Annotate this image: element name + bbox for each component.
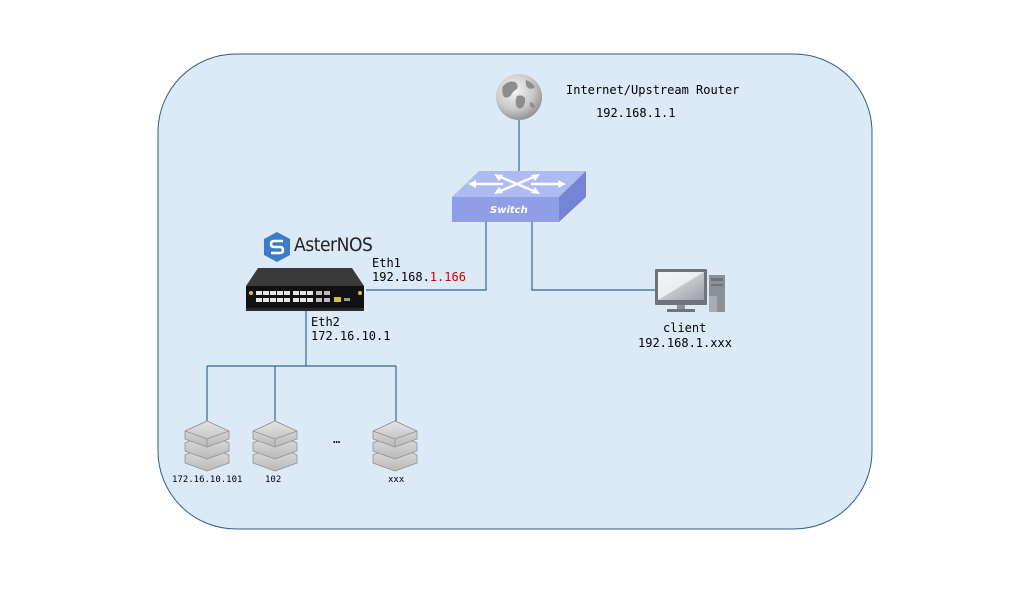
server-label-1: 172.16.10.101: [172, 475, 243, 485]
eth1-name: Eth1: [372, 256, 401, 270]
server-icon: [184, 420, 230, 472]
internet-ip: 192.168.1.1: [596, 106, 676, 120]
eth2-name: Eth2: [311, 315, 340, 329]
links: [206, 118, 656, 422]
link-switch-client: [531, 222, 656, 291]
switch-label: Switch: [490, 205, 528, 216]
server-icon: [252, 420, 298, 472]
router-brand: AsterNOS: [294, 234, 373, 256]
server-label-3: xxx: [388, 475, 405, 485]
asternos-logo-icon: [264, 232, 290, 262]
eth1-ip-suffix: 1.166: [429, 270, 466, 284]
router-device-icon: [246, 268, 364, 311]
eth2-ip: 172.16.10.1: [311, 329, 391, 343]
switch-icon: [452, 171, 586, 222]
client-computer-icon: [655, 269, 725, 312]
eth1-ip: 192.168.1.166: [372, 270, 466, 285]
globe-icon: [496, 74, 542, 120]
client-name: client: [663, 321, 707, 335]
client-ip: 192.168.1.xxx: [638, 336, 732, 350]
eth1-ip-prefix: 192.168.: [372, 270, 430, 284]
network-zone: [157, 53, 873, 530]
server-icon: [372, 420, 418, 472]
server-ellipsis: …: [333, 432, 341, 446]
server-label-2: 102: [265, 475, 282, 485]
internet-title: Internet/Upstream Router: [566, 83, 740, 97]
link-switch-router: [366, 222, 487, 291]
